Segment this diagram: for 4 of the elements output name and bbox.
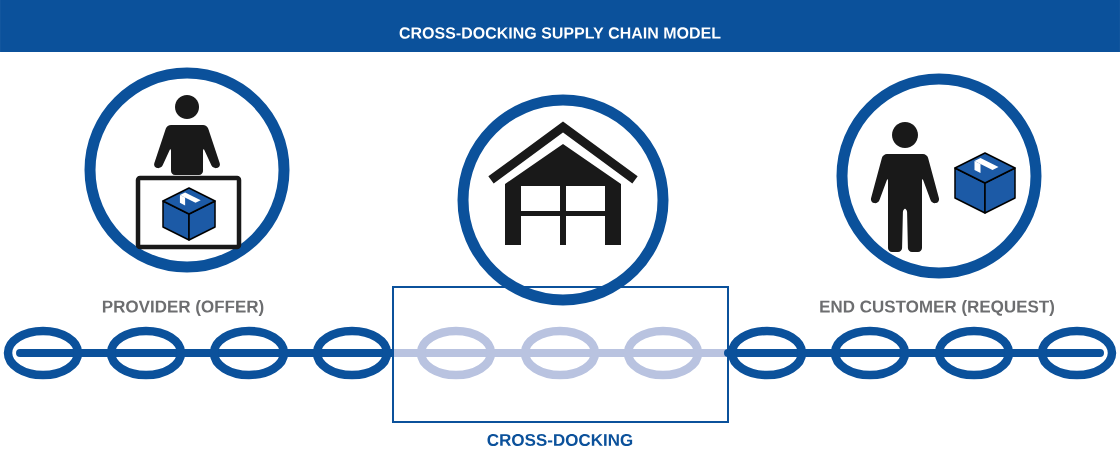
node-label: PROVIDER (OFFER): [102, 300, 264, 316]
node-label: CROSS-DOCKING: [487, 433, 633, 446]
title-bar: CROSS-DOCKING SUPPLY CHAIN MODEL: [0, 0, 1120, 52]
node-label: END CUSTOMER (REQUEST): [820, 300, 1055, 316]
